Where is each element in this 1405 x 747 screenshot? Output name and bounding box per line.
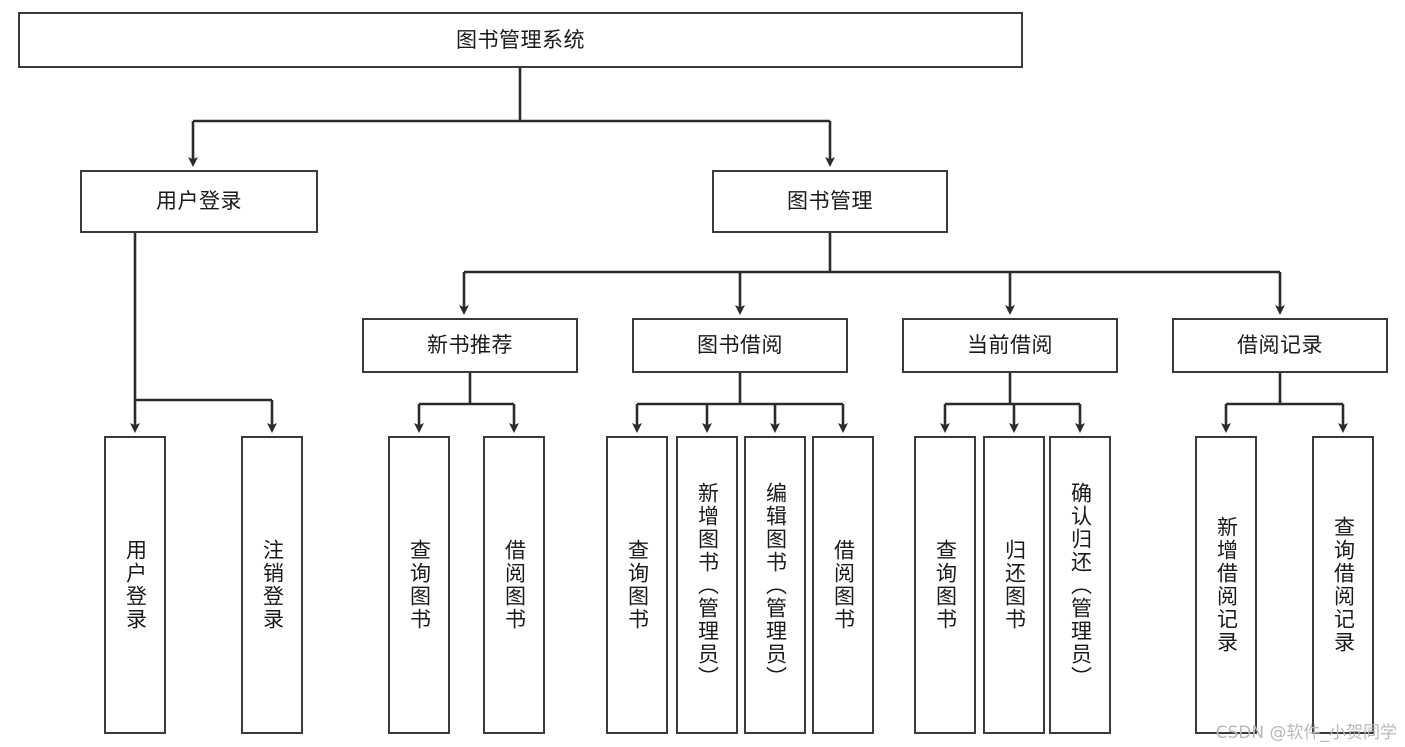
node-new-book-recommend[interactable]: 新书推荐 <box>362 318 578 373</box>
node-book-borrow[interactable]: 图书借阅 <box>632 318 848 373</box>
node-label: 借阅图书 <box>502 539 527 631</box>
leaf-recommend-query-book[interactable]: 查询图书 <box>388 436 450 734</box>
leaf-current-query-book[interactable]: 查询图书 <box>914 436 976 734</box>
node-label: 图书管理 <box>787 189 873 214</box>
node-user-login[interactable]: 用户登录 <box>80 170 318 233</box>
node-label: 查询图书 <box>407 539 432 631</box>
node-label: 图书借阅 <box>697 333 783 358</box>
node-label: 当前借阅 <box>967 333 1053 358</box>
leaf-records-add-record[interactable]: 新增借阅记录 <box>1195 436 1257 734</box>
csdn-watermark: CSDN @软件_小贺同学 <box>1215 723 1397 743</box>
node-label: 注销登录 <box>260 539 285 631</box>
node-label: 借阅图书 <box>831 539 856 631</box>
node-borrow-records[interactable]: 借阅记录 <box>1172 318 1388 373</box>
node-label: 确认归还（管理员） <box>1068 481 1093 689</box>
leaf-borrow-borrow-book[interactable]: 借阅图书 <box>812 436 874 734</box>
node-book-management[interactable]: 图书管理 <box>712 170 948 233</box>
leaf-user-login-signin[interactable]: 用户登录 <box>104 436 166 734</box>
leaf-borrow-add-book-admin[interactable]: 新增图书（管理员） <box>676 436 738 734</box>
node-label: 编辑图书（管理员） <box>763 481 788 689</box>
node-label: 新增图书（管理员） <box>695 481 720 689</box>
leaf-recommend-borrow-book[interactable]: 借阅图书 <box>483 436 545 734</box>
node-label: 新增借阅记录 <box>1214 516 1239 654</box>
node-label: 用户登录 <box>123 539 148 631</box>
leaf-records-query-record[interactable]: 查询借阅记录 <box>1312 436 1374 734</box>
node-label: 归还图书 <box>1002 539 1027 631</box>
node-label: 查询借阅记录 <box>1331 516 1356 654</box>
node-label: 新书推荐 <box>427 333 513 358</box>
node-root-system[interactable]: 图书管理系统 <box>18 12 1023 68</box>
node-label: 借阅记录 <box>1237 333 1323 358</box>
leaf-borrow-query-book[interactable]: 查询图书 <box>606 436 668 734</box>
leaf-current-return-book[interactable]: 归还图书 <box>983 436 1045 734</box>
node-label: 用户登录 <box>156 189 242 214</box>
node-label: 查询图书 <box>933 539 958 631</box>
leaf-borrow-edit-book-admin[interactable]: 编辑图书（管理员） <box>744 436 806 734</box>
node-label: 图书管理系统 <box>456 27 585 52</box>
node-label: 查询图书 <box>625 539 650 631</box>
leaf-current-confirm-return-admin[interactable]: 确认归还（管理员） <box>1049 436 1111 734</box>
leaf-user-login-signout[interactable]: 注销登录 <box>241 436 303 734</box>
node-current-borrow[interactable]: 当前借阅 <box>902 318 1118 373</box>
